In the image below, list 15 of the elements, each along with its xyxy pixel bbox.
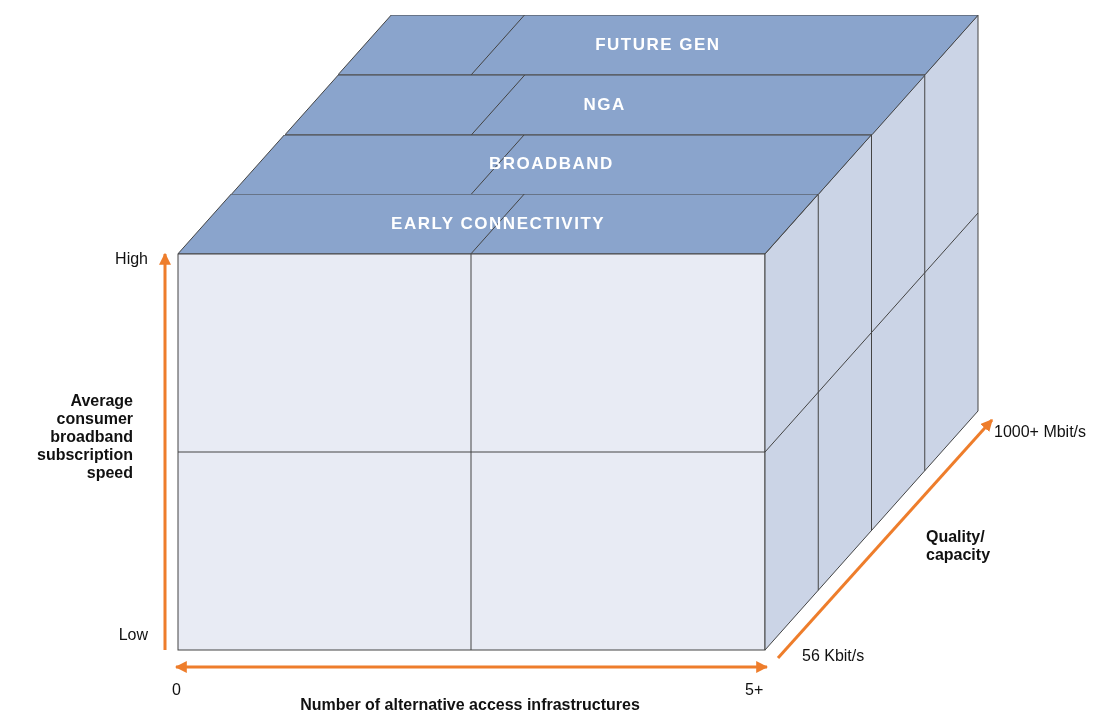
axis-tick-label: 56 Kbit/s xyxy=(802,647,866,665)
layer-band xyxy=(231,134,872,195)
layer-band xyxy=(178,194,819,254)
axis-tick-label: Low xyxy=(117,626,148,644)
axis-tick-label: 1000+ Mbit/s xyxy=(994,423,1088,441)
layer-label: FUTURE GEN xyxy=(595,34,721,55)
axis-title: Average consumer broadband subscription speed xyxy=(36,392,133,482)
axis-title: Number of alternative access infrastructures xyxy=(299,696,641,714)
axis-tick-label: 5+ xyxy=(745,681,765,699)
axis-tick-label: High xyxy=(114,250,148,268)
layer-band xyxy=(337,15,978,75)
axis-tick-label: 0 xyxy=(172,681,182,699)
axis-title: Quality/ capacity xyxy=(926,528,992,564)
layer-band xyxy=(284,74,925,135)
layer-label: NGA xyxy=(583,94,626,115)
